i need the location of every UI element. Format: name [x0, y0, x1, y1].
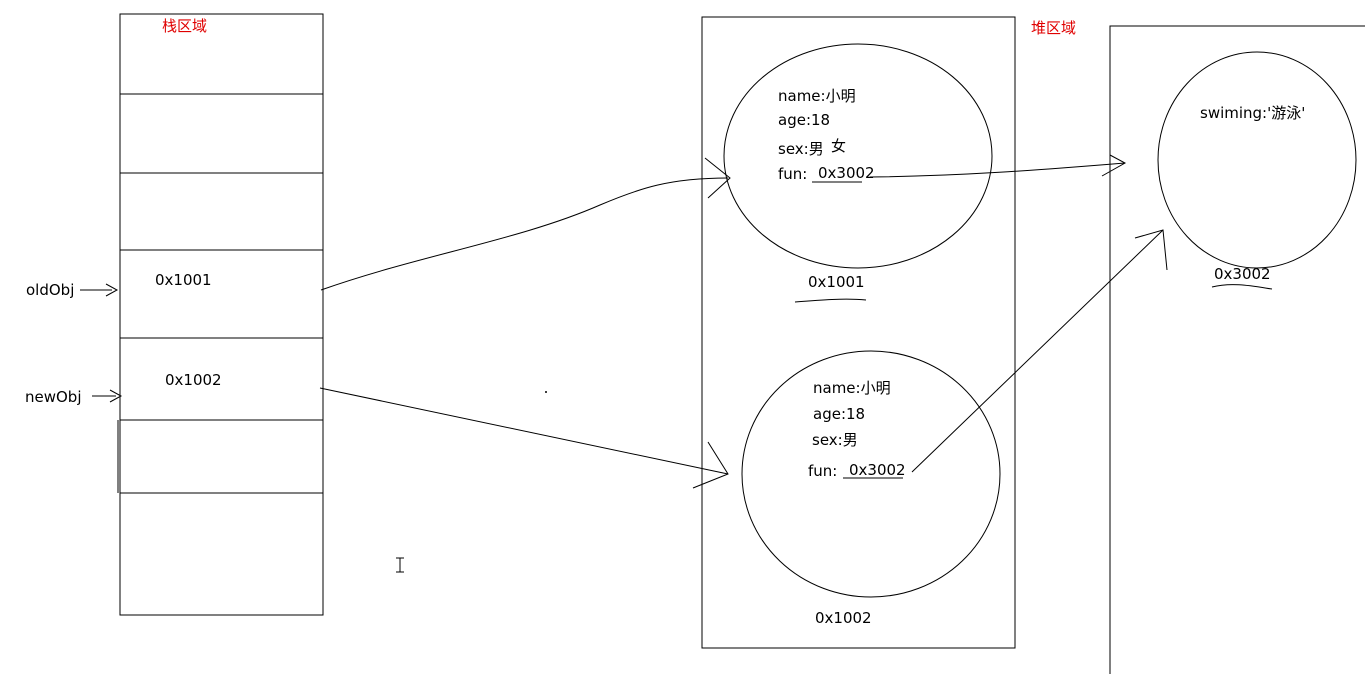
ref-arrowhead-fun-1 [1101, 154, 1127, 177]
obj1-name: name:小明 [778, 87, 856, 105]
stray-dot [545, 391, 547, 393]
ref-arrow-fun-1 [869, 162, 1126, 178]
var-newobj: newObj [25, 388, 82, 406]
obj1-sex-edit: 女 [831, 137, 847, 155]
ref-arrow-1001 [320, 177, 729, 291]
obj2-sex: sex:男 [812, 431, 858, 449]
heap-object-2 [741, 350, 1001, 598]
var-oldobj: oldObj [26, 281, 75, 299]
obj3-address: 0x3002 [1214, 265, 1271, 283]
newobj-arrowhead [109, 389, 123, 403]
obj1-address: 0x1001 [808, 273, 865, 291]
ref-arrowhead-1001 [704, 157, 731, 199]
underline [1211, 284, 1273, 290]
oldobj-arrowhead [105, 283, 119, 297]
stack-title: 栈区域 [162, 17, 208, 35]
obj2-fun-label: fun: [808, 462, 838, 480]
obj2-address: 0x1002 [815, 609, 872, 627]
underline [794, 298, 867, 303]
obj2-fun-value: 0x3002 [849, 461, 906, 479]
obj1-sex: sex:男 [778, 140, 824, 158]
ref-arrowhead-fun-2 [1134, 229, 1168, 271]
ref-arrowhead-1002 [692, 441, 729, 489]
heap-object-3 [1157, 51, 1357, 269]
stack-cell-value: 0x1002 [165, 371, 222, 389]
obj1-fun-value: 0x3002 [818, 164, 875, 182]
obj1-age: age:18 [778, 111, 831, 129]
heap-frame [701, 16, 1016, 649]
text-cursor-icon [396, 557, 404, 573]
obj1-fun-label: fun: [778, 165, 808, 183]
stack-cell-value: 0x1001 [155, 271, 212, 289]
obj2-age: age:18 [813, 405, 866, 423]
ref-arrow-1002 [319, 387, 729, 475]
obj2-name: name:小明 [813, 379, 891, 397]
heap-object-1 [723, 43, 993, 269]
obj3-content: swiming:'游泳' [1200, 104, 1306, 122]
heap-title: 堆区域 [1031, 19, 1077, 37]
stack-frame [119, 13, 324, 616]
ref-arrow-fun-2 [911, 229, 1164, 473]
heap-frame-2 [1109, 25, 1365, 674]
